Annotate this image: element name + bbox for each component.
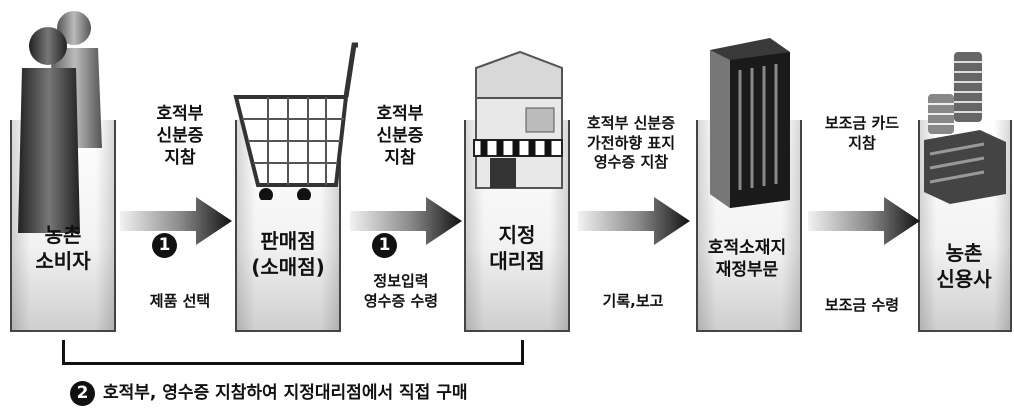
transition-1-top: 호적부 신분증 지참 [156, 104, 204, 169]
station-label-retailer: 판매점 (소매점) [251, 229, 325, 279]
transition-1-bottom: 제품 선택 [149, 292, 211, 310]
transition-2-top: 호적부 신분증 지참 [376, 104, 424, 169]
transition-3-top: 호적부 신분증 가전하향 표지 영수증 지참 [586, 114, 676, 171]
store-icon [473, 50, 563, 189]
direct-purchase-bracket [62, 340, 524, 365]
transition-4-bottom: 보조금 수령 [824, 296, 900, 314]
direct-purchase-text: 호적부, 영수증 지참하여 지정대리점에서 직접 구매 [103, 383, 468, 403]
step-marker-2: 2 [70, 380, 95, 406]
station-label-credit: 농촌 신용사 [936, 241, 992, 291]
transition-4-top: 보조금 카드 지참 [824, 114, 900, 152]
station-label-consumer: 농촌 소비자 [35, 223, 91, 273]
coins-icon [924, 52, 1006, 204]
shopping-cart-icon [233, 42, 358, 200]
step-1-marker: 1 [152, 233, 177, 258]
transition-2-bottom: 정보입력 영수증 수령 [363, 272, 439, 310]
station-label-agency: 지정 대리점 [489, 223, 545, 273]
arrow-3 [578, 197, 690, 245]
transition-3-bottom: 기록,보고 [602, 292, 664, 310]
direct-purchase-note: 2 호적부, 영수증 지참하여 지정대리점에서 직접 구매 [70, 378, 468, 406]
step-2-marker: 1 [372, 233, 397, 258]
people-icon [18, 11, 102, 233]
arrow-1 [120, 197, 232, 245]
station-label-finance: 호적소재지 재정부문 [707, 238, 787, 281]
arrow-2 [350, 197, 462, 245]
binder-icon [710, 38, 790, 208]
arrow-4 [808, 197, 920, 245]
